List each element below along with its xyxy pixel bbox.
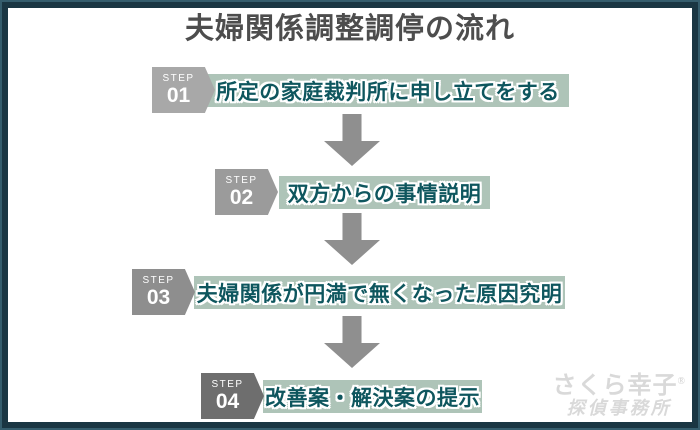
step-3-badge: STEP 03 [132,269,195,315]
step-3-number: 03 [146,286,171,309]
down-arrow-icon [324,213,380,265]
step-3-label: STEP [142,275,175,286]
step-1-badge: STEP 01 [152,67,215,113]
step-1-label: STEP [162,73,195,84]
step-2-badge: STEP 02 [215,169,278,215]
step-4-badge: STEP 04 [201,373,264,419]
registered-trademark-icon: ® [677,375,686,387]
step-2-text-box: 双方からの事情説明 [279,176,490,209]
company-logo-name: さくら幸子® [553,373,686,399]
step-4-text-box: 改善案・解決案の提示 [263,380,482,413]
step-2-number: 02 [229,186,254,209]
company-logo: さくら幸子® 探偵事務所 [553,373,686,419]
down-arrow-icon [324,114,380,166]
company-name-text: さくら幸子 [552,372,678,399]
step-1-number: 01 [166,84,191,107]
page-title: 夫婦関係調整調停の流れ [184,13,515,45]
down-arrow-icon [324,316,380,368]
step-4-number: 04 [215,390,240,413]
company-logo-subtitle: 探偵事務所 [566,398,672,419]
step-2-label: STEP [225,175,258,186]
step-4-label: STEP [211,379,244,390]
step-3-text-box: 夫婦関係が円満で無くなった原因究明 [194,276,565,309]
step-1-text-box: 所定の家庭裁判所に申し立てをする [207,74,569,107]
